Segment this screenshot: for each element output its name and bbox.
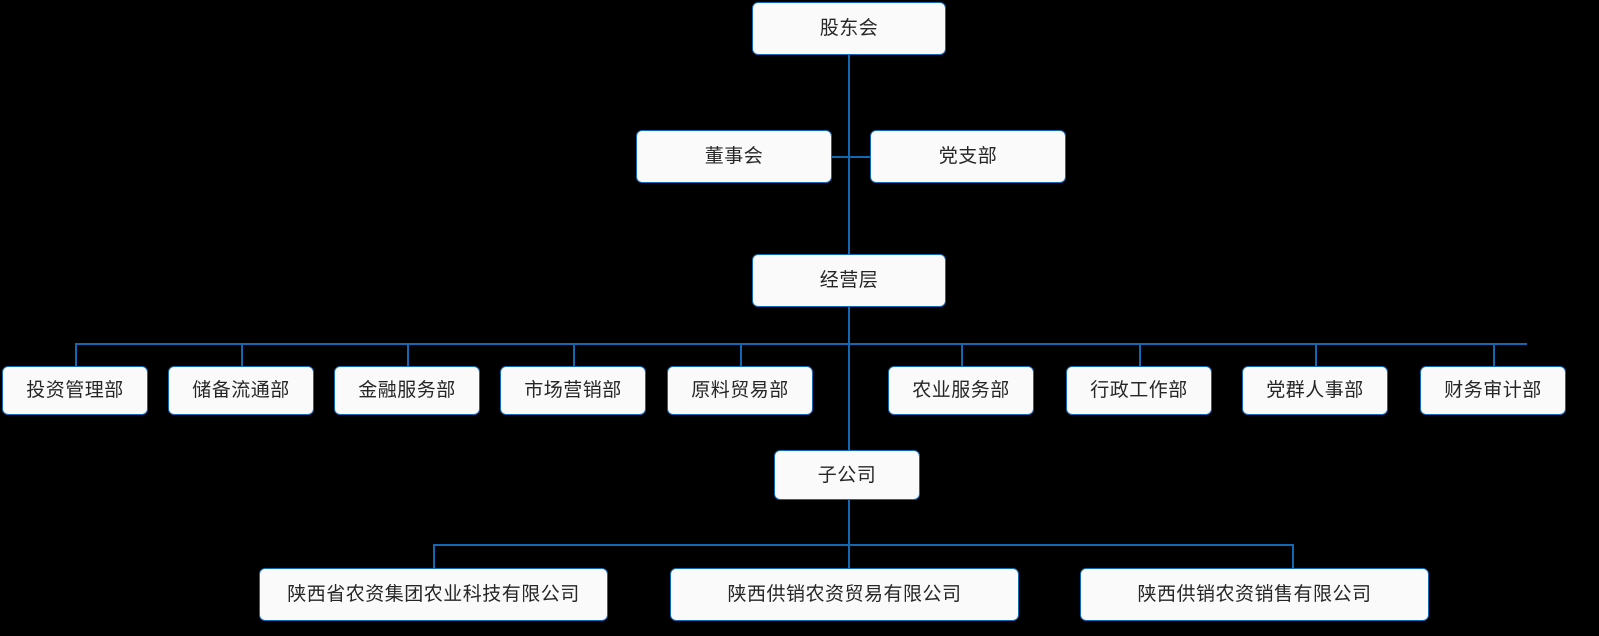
department-drop-7 [1315, 343, 1317, 366]
subsidiary-bus-line [433, 544, 1292, 546]
node-department-4[interactable]: 原料贸易部 [667, 366, 813, 415]
department-drop-8 [1493, 343, 1495, 366]
department-bus-line [75, 343, 1527, 345]
node-subsidiary-company-1[interactable]: 陕西供销农资贸易有限公司 [670, 568, 1019, 621]
node-department-7[interactable]: 党群人事部 [1242, 366, 1388, 415]
node-party-branch[interactable]: 党支部 [870, 130, 1066, 183]
node-shareholders-meeting[interactable]: 股东会 [752, 2, 946, 55]
node-department-1[interactable]: 储备流通部 [168, 366, 314, 415]
spine-subsidiary-to-bus2 [848, 500, 850, 544]
node-management-layer[interactable]: 经营层 [752, 254, 946, 307]
subsidiary-drop-0 [433, 544, 435, 568]
department-drop-5 [961, 343, 963, 366]
department-drop-3 [573, 343, 575, 366]
department-drop-4 [740, 343, 742, 366]
node-subsidiaries[interactable]: 子公司 [774, 450, 920, 500]
node-subsidiary-company-0[interactable]: 陕西省农资集团农业科技有限公司 [259, 568, 608, 621]
node-department-2[interactable]: 金融服务部 [334, 366, 480, 415]
spine-shareholders-to-row2 [848, 55, 850, 157]
department-drop-6 [1139, 343, 1141, 366]
department-drop-2 [407, 343, 409, 366]
node-board-of-directors[interactable]: 董事会 [636, 130, 832, 183]
spine-management-to-bus [848, 307, 850, 343]
subsidiary-drop-1 [848, 544, 850, 568]
node-department-0[interactable]: 投资管理部 [2, 366, 148, 415]
board-party-connector [832, 156, 870, 158]
spine-row2-to-management [848, 157, 850, 254]
department-drop-0 [75, 343, 77, 366]
node-department-3[interactable]: 市场营销部 [500, 366, 646, 415]
node-department-6[interactable]: 行政工作部 [1066, 366, 1212, 415]
spine-bus-to-subsidiary [848, 343, 850, 450]
node-subsidiary-company-2[interactable]: 陕西供销农资销售有限公司 [1080, 568, 1429, 621]
node-department-5[interactable]: 农业服务部 [888, 366, 1034, 415]
subsidiary-drop-2 [1292, 544, 1294, 568]
department-drop-1 [241, 343, 243, 366]
node-department-8[interactable]: 财务审计部 [1420, 366, 1566, 415]
